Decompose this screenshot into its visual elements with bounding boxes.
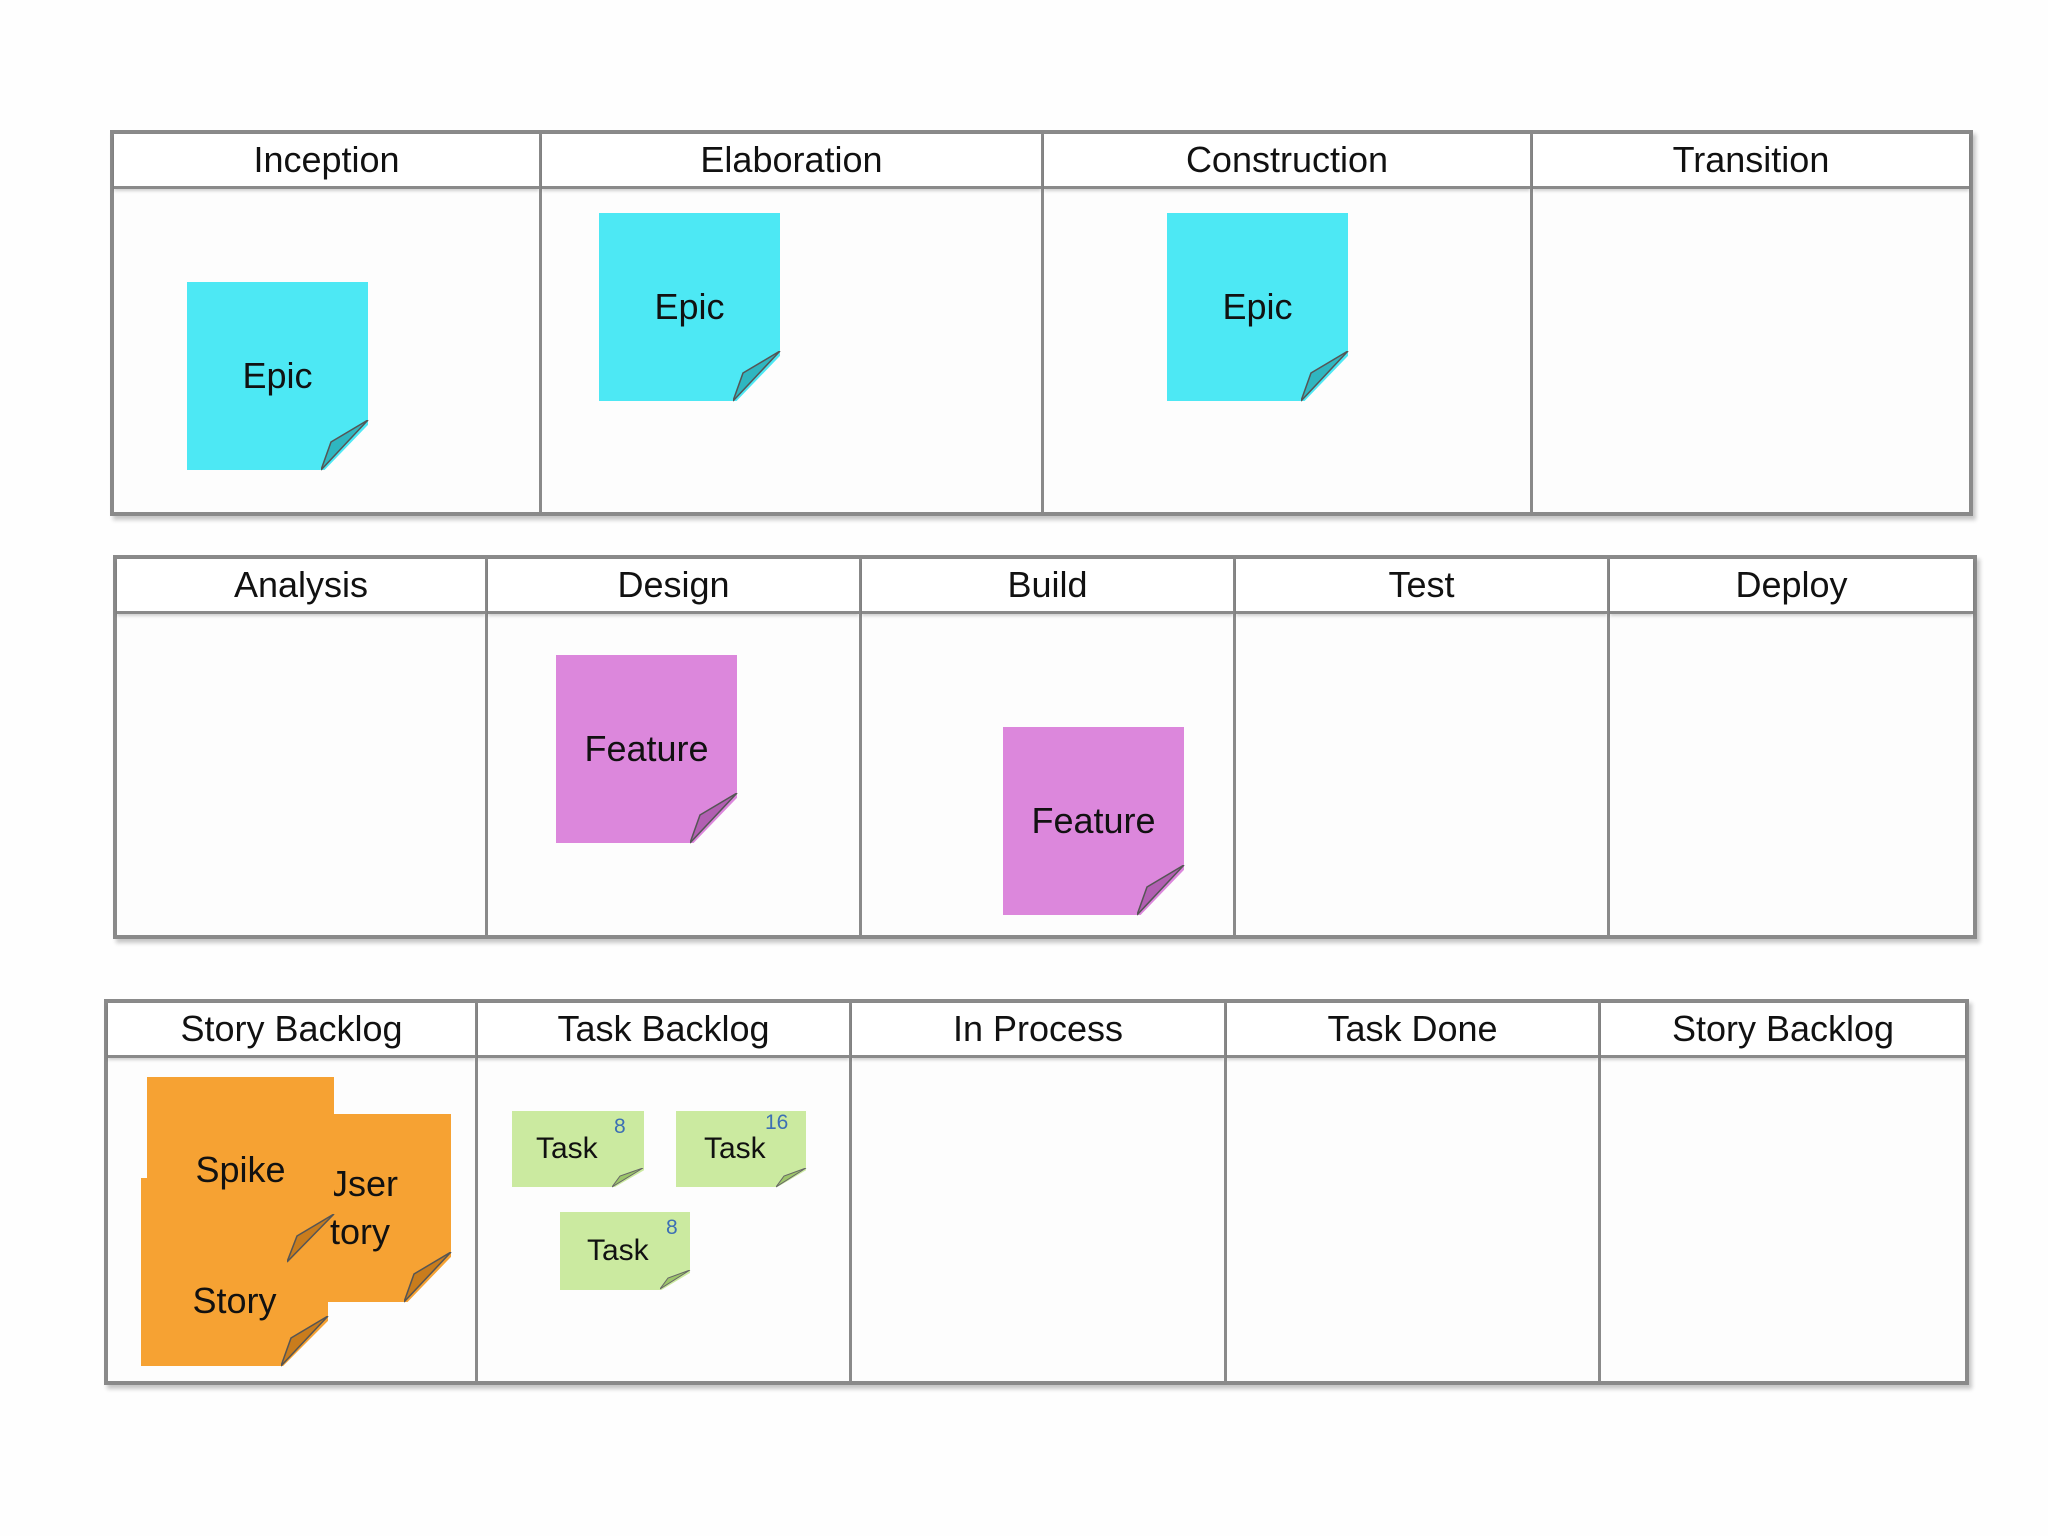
column-task-done: Task Done bbox=[1224, 1003, 1598, 1381]
column-header: Story Backlog bbox=[1601, 1003, 1965, 1058]
column-header: Task Backlog bbox=[478, 1003, 849, 1058]
column-header: Design bbox=[488, 559, 859, 614]
column-elaboration: Elaboration bbox=[539, 134, 1041, 512]
column-header: Inception bbox=[114, 134, 539, 189]
column-story-backlog: Story Backlog bbox=[108, 1003, 475, 1381]
column-inception: Inception bbox=[114, 134, 539, 512]
column-header: Construction bbox=[1044, 134, 1530, 189]
note-label: Feature bbox=[1031, 800, 1156, 841]
task-estimate: 8 bbox=[614, 1115, 626, 1138]
note-label: Spike bbox=[195, 1148, 286, 1190]
column-header: In Process bbox=[852, 1003, 1224, 1058]
task-label: Task bbox=[587, 1234, 649, 1267]
task-label: Task bbox=[704, 1132, 766, 1165]
column-story-backlog-done: Story Backlog bbox=[1598, 1003, 1965, 1381]
column-task-backlog: Task Backlog bbox=[475, 1003, 849, 1381]
column-in-process: In Process bbox=[849, 1003, 1224, 1381]
note-label: Feature bbox=[584, 728, 709, 769]
feature-sticky-note[interactable]: Feature bbox=[556, 655, 737, 843]
task-sticky-note[interactable]: Task bbox=[560, 1212, 690, 1290]
column-analysis: Analysis bbox=[117, 559, 485, 935]
column-header: Transition bbox=[1533, 134, 1969, 189]
note-label: Story bbox=[192, 1280, 277, 1321]
epic-sticky-note[interactable]: Epic bbox=[1167, 213, 1348, 401]
epic-sticky-note[interactable]: Epic bbox=[187, 282, 368, 470]
phases-board: Inception Elaboration Construction Trans… bbox=[110, 130, 1973, 516]
column-header: Elaboration bbox=[542, 134, 1041, 189]
column-header: Deploy bbox=[1610, 559, 1973, 614]
column-transition: Transition bbox=[1530, 134, 1969, 512]
feature-sticky-note[interactable]: Feature bbox=[1003, 727, 1184, 915]
task-estimate: 16 bbox=[765, 1111, 789, 1134]
task-board: Story Backlog Task Backlog In Process Ta… bbox=[104, 999, 1969, 1385]
task-estimate: 8 bbox=[666, 1216, 678, 1239]
column-header: Build bbox=[862, 559, 1233, 614]
column-design: Design bbox=[485, 559, 859, 935]
note-label: Epic bbox=[654, 286, 725, 327]
note-label: tory bbox=[330, 1211, 391, 1252]
task-label: Task bbox=[536, 1132, 598, 1165]
note-label: Jser bbox=[330, 1163, 399, 1204]
column-deploy: Deploy bbox=[1607, 559, 1973, 935]
column-header: Task Done bbox=[1227, 1003, 1598, 1058]
column-header: Test bbox=[1236, 559, 1607, 614]
epic-sticky-note[interactable]: Epic bbox=[599, 213, 780, 401]
note-label: Epic bbox=[242, 355, 313, 396]
column-construction: Construction bbox=[1041, 134, 1530, 512]
column-header: Analysis bbox=[117, 559, 485, 614]
column-test: Test bbox=[1233, 559, 1607, 935]
column-header: Story Backlog bbox=[108, 1003, 475, 1058]
note-label: Epic bbox=[1222, 286, 1293, 327]
spike-sticky-note[interactable]: Spike bbox=[147, 1077, 334, 1262]
column-build: Build bbox=[859, 559, 1233, 935]
